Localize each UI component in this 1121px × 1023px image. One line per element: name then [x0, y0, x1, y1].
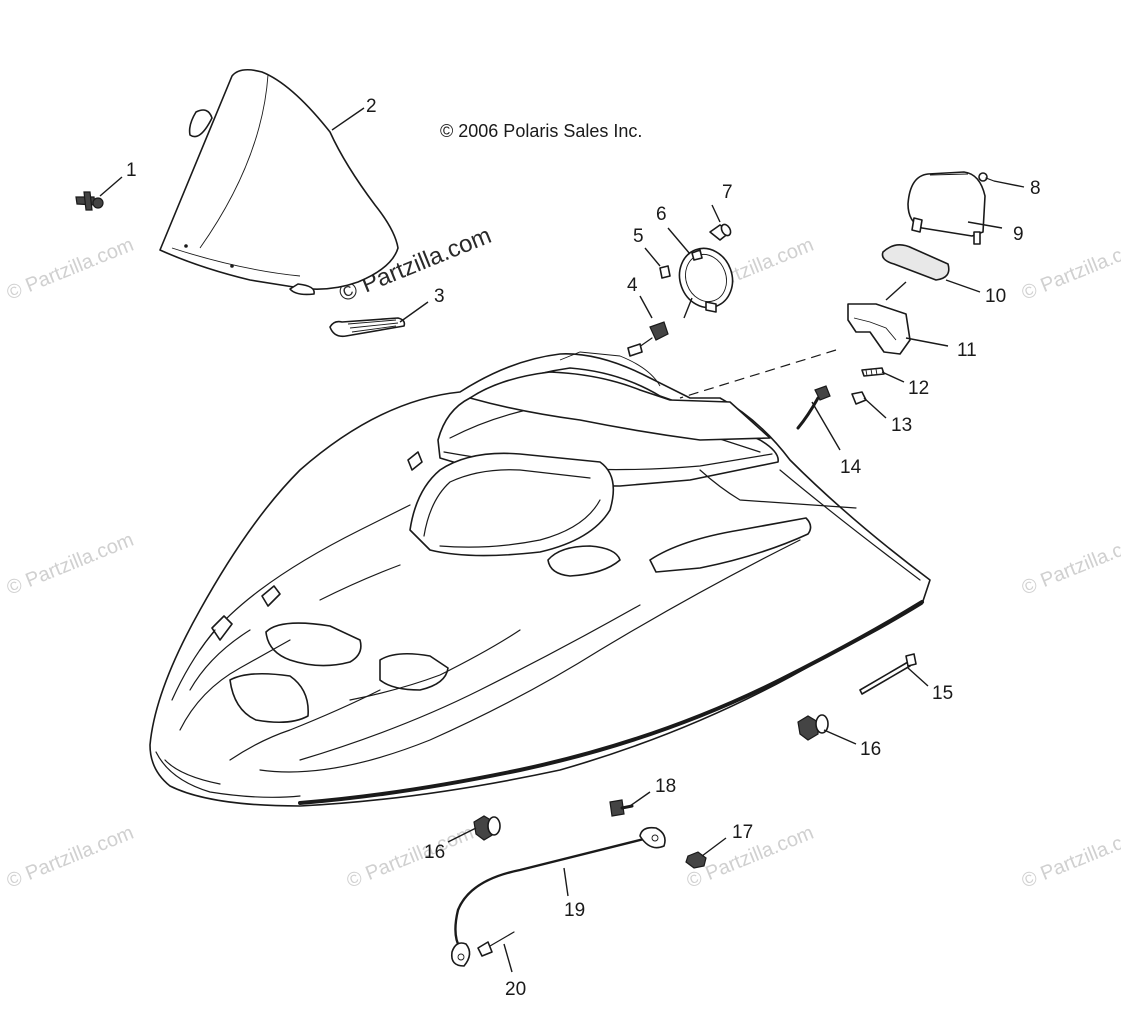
callout-9: 9: [1013, 224, 1024, 245]
callout-5: 5: [633, 226, 644, 247]
part-7-bulb: [709, 223, 732, 241]
callout-18: 18: [655, 776, 676, 797]
watermark: © Partzilla.com: [4, 234, 137, 305]
callout-14: 14: [840, 457, 862, 478]
callout-19: 19: [564, 900, 585, 921]
part-8-screw: [978, 172, 995, 182]
watermark: © Partzilla.com: [344, 822, 477, 893]
callout-15: 15: [932, 683, 953, 704]
leader-lines: [99, 107, 1025, 973]
callout-2: 2: [366, 96, 377, 117]
callout-20: 20: [505, 979, 526, 1000]
part-16-clip-left: [473, 815, 501, 841]
watermark: © Partzilla.com: [1019, 822, 1121, 893]
watermark: © Partzilla.com: [4, 529, 137, 600]
part-14-tube: [796, 385, 831, 430]
part-11-base: [847, 303, 911, 355]
callout-8: 8: [1030, 178, 1041, 199]
part-19-lanyard: [450, 826, 666, 967]
part-2-windshield: [159, 68, 399, 296]
part-3-trim-strip: [329, 317, 406, 338]
callout-1: 1: [126, 160, 137, 181]
callout-11: 11: [957, 340, 977, 361]
part-15-cable-tie: [859, 653, 917, 695]
callout-10: 10: [985, 286, 1006, 307]
watermark: © Partzilla.com: [1019, 529, 1121, 600]
copyright-text: © 2006 Polaris Sales Inc.: [440, 121, 642, 141]
callout-16: 16: [860, 739, 881, 760]
callout-4: 4: [627, 275, 638, 296]
hood-body: [149, 351, 931, 807]
part-17-nut: [685, 851, 707, 869]
part-1-push-rivet: [75, 191, 104, 211]
part-12-spring: [861, 367, 885, 377]
part-10-gasket: [881, 244, 950, 281]
part-9-cap: [907, 171, 986, 245]
callout-16: 16: [424, 842, 445, 863]
callout-7: 7: [722, 182, 733, 203]
callout-labels: 1 2 3 4 5 6 7 8 9 10 11 12 13 14 15 16 1…: [126, 96, 1041, 1000]
part-18-screw: [609, 799, 634, 817]
alignment-line: [679, 349, 837, 399]
callout-17: 17: [732, 822, 753, 843]
watermark: © Partzilla.com: [4, 822, 137, 893]
callout-13: 13: [891, 415, 912, 436]
part-16-clip-right: [797, 714, 829, 741]
callout-12: 12: [908, 378, 929, 399]
watermark: © Partzilla.com: [1019, 234, 1121, 305]
part-6-ring: [678, 247, 734, 313]
part-4-connector: [627, 321, 669, 357]
part-20-rivet: [477, 931, 515, 957]
callout-6: 6: [656, 204, 667, 225]
part-13-nut: [851, 391, 867, 405]
callout-3: 3: [434, 286, 445, 307]
part-5-clip: [659, 265, 671, 279]
